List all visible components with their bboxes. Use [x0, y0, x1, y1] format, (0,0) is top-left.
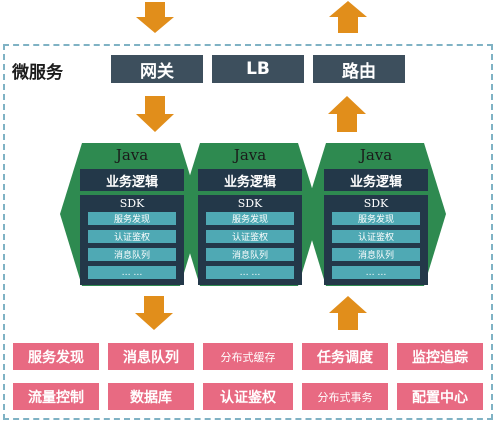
lb-box: LB — [212, 55, 304, 83]
lang-label: Java — [115, 146, 149, 164]
arrow-down-icon — [136, 2, 174, 33]
sdk-box: SDK 服务发现 认证鉴权 消息队列 … … — [198, 195, 302, 285]
business-logic-box: 业务逻辑 — [80, 169, 184, 191]
infra-tile: 配置中心 — [397, 383, 483, 410]
infra-tile: 认证鉴权 — [203, 383, 293, 410]
router-box: 路由 — [313, 55, 405, 83]
sdk-item: 认证鉴权 — [332, 230, 420, 243]
sdk-item: 消息队列 — [206, 248, 294, 261]
sdk-item: 消息队列 — [88, 248, 176, 261]
lang-label: Java — [233, 146, 267, 164]
arrow-down-icon — [135, 296, 173, 330]
infra-tile: 分布式事务 — [302, 383, 388, 410]
lang-label: Java — [359, 146, 393, 164]
infra-tile: 监控追踪 — [397, 343, 483, 370]
sdk-label: SDK — [237, 197, 263, 210]
sdk-item: 认证鉴权 — [88, 230, 176, 243]
arrow-down-icon — [136, 96, 174, 132]
infra-tile: 流量控制 — [13, 383, 99, 410]
sdk-item: … … — [332, 266, 420, 279]
sdk-item: 服务发现 — [206, 212, 294, 225]
business-logic-box: 业务逻辑 — [324, 169, 428, 191]
sdk-item: 认证鉴权 — [206, 230, 294, 243]
microservice-frame — [3, 44, 493, 420]
gateway-box: 网关 — [111, 55, 203, 83]
infra-tile: 服务发现 — [13, 343, 99, 370]
sdk-item: 服务发现 — [332, 212, 420, 225]
infra-tile: 数据库 — [108, 383, 194, 410]
arrow-up-icon — [329, 1, 367, 33]
infra-tile: 消息队列 — [108, 343, 194, 370]
arrow-up-icon — [328, 96, 366, 132]
sdk-item: … … — [88, 266, 176, 279]
sdk-item: 服务发现 — [88, 212, 176, 225]
infra-tile: 分布式缓存 — [203, 343, 293, 370]
diagram-title: 微服务 — [12, 63, 63, 83]
arrow-up-icon — [329, 296, 367, 330]
infra-tile: 任务调度 — [302, 343, 388, 370]
sdk-item: 消息队列 — [332, 248, 420, 261]
sdk-box: SDK 服务发现 认证鉴权 消息队列 … … — [80, 195, 184, 285]
sdk-box: SDK 服务发现 认证鉴权 消息队列 … … — [324, 195, 428, 285]
business-logic-box: 业务逻辑 — [198, 169, 302, 191]
sdk-label: SDK — [363, 197, 389, 210]
sdk-item: … … — [206, 266, 294, 279]
sdk-label: SDK — [119, 197, 145, 210]
